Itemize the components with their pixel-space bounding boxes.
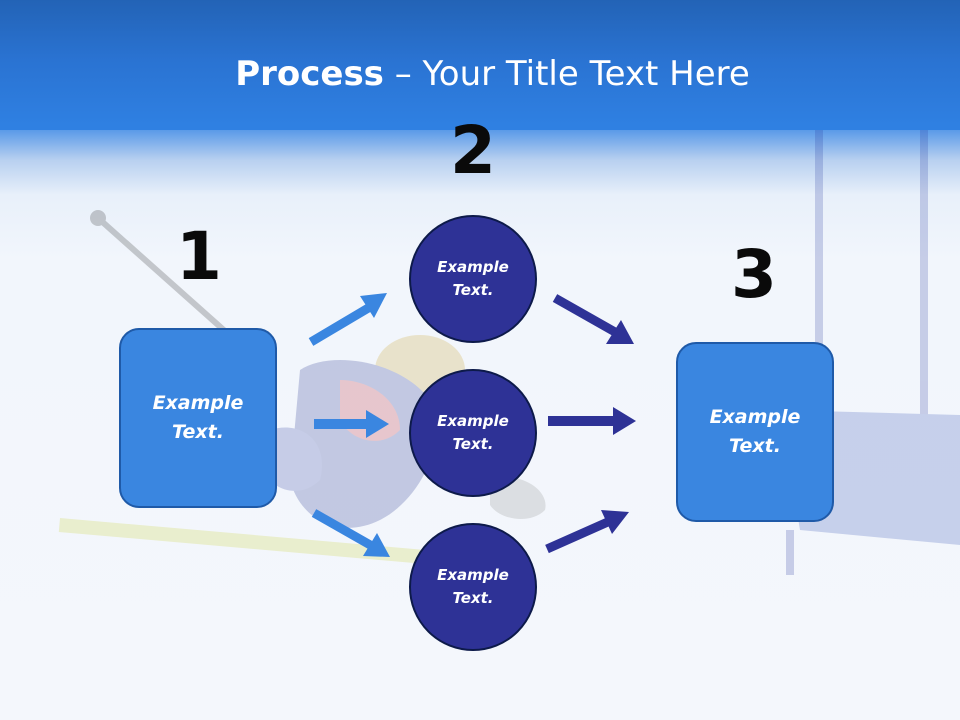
arrow-middle-to-right	[548, 407, 636, 435]
circle-middle-line2: Text.	[452, 435, 494, 453]
arrow-left-to-middle	[314, 410, 389, 438]
circle-bottom-line2: Text.	[452, 589, 494, 607]
arrow-bottom-to-right	[545, 510, 629, 554]
step-number-2: 2	[450, 112, 496, 189]
title-bold: Process	[235, 54, 384, 94]
arrow-left-to-top	[308, 293, 387, 346]
circle-top-line1: Example	[437, 258, 509, 276]
left-box-line1: Example	[152, 392, 244, 414]
right-box-line2: Text.	[729, 435, 781, 457]
circle-top-line2: Text.	[452, 281, 494, 299]
circle-bottom-line1: Example	[437, 566, 509, 584]
title-bar	[0, 0, 960, 130]
title-rest: – Your Title Text Here	[383, 54, 750, 94]
slide-title: Process – Your Title Text Here	[0, 52, 960, 96]
step-number-1: 1	[176, 218, 222, 295]
left-box-line2: Text.	[172, 421, 224, 443]
arrow-top-to-right	[552, 294, 634, 344]
right-box-line1: Example	[709, 406, 801, 428]
circle-middle-line1: Example	[437, 412, 509, 430]
arrow-left-to-bottom	[311, 509, 390, 557]
step-number-3: 3	[731, 236, 777, 313]
